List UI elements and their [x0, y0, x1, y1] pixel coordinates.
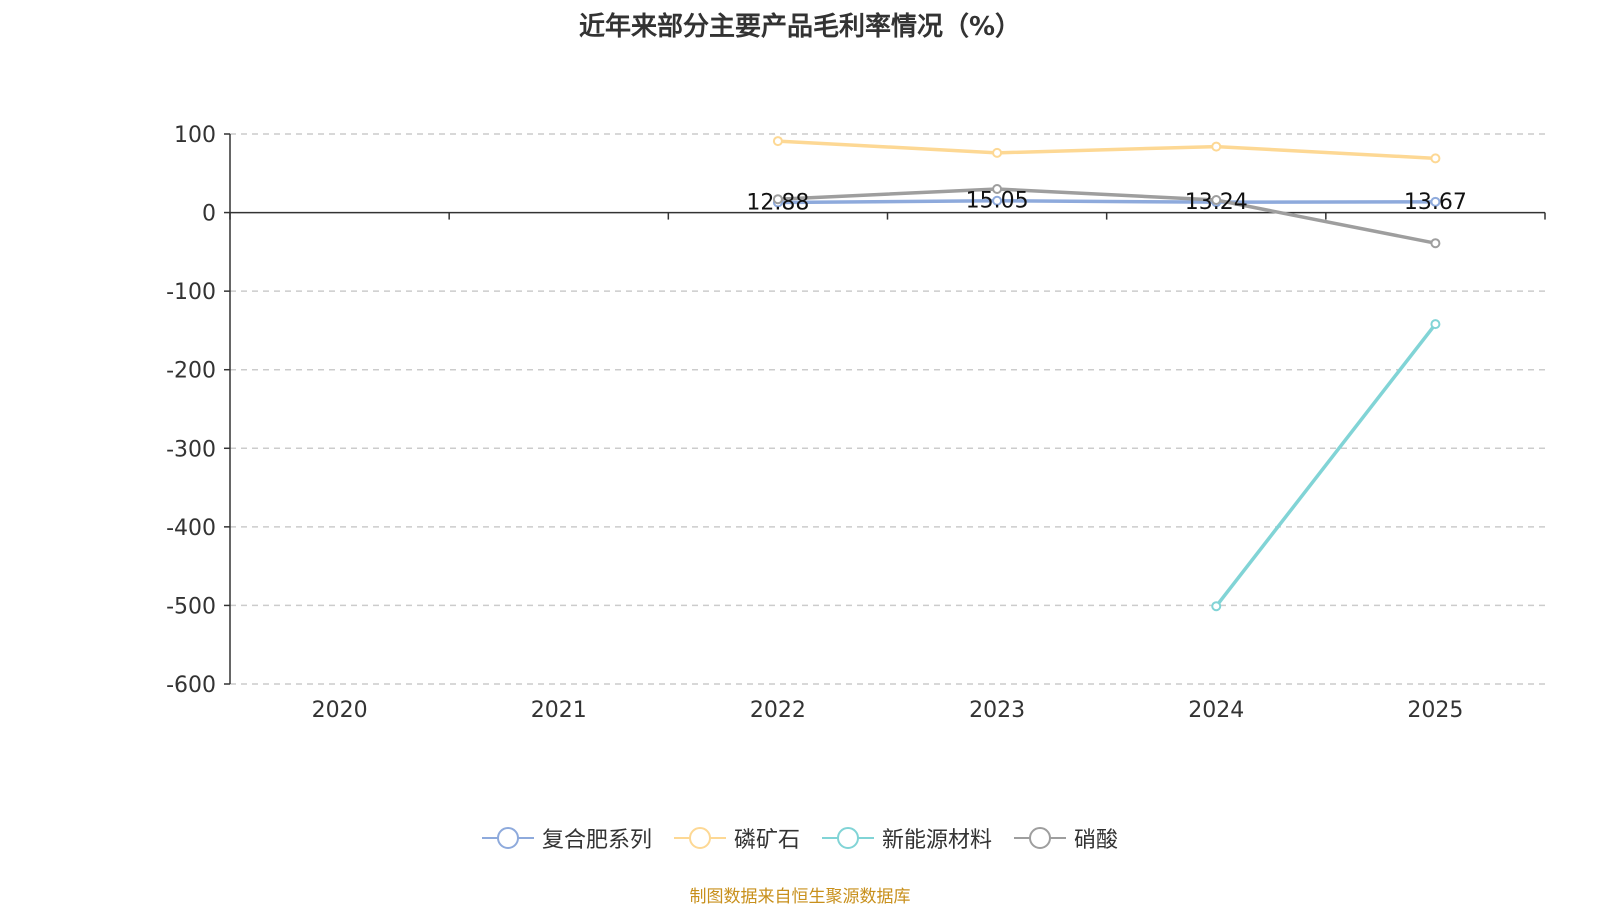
- legend-item[interactable]: 复合肥系列: [481, 822, 652, 854]
- legend-item[interactable]: 磷矿石: [673, 822, 800, 854]
- series-line-3: [777, 187, 1436, 245]
- series-line-1: [777, 139, 1436, 161]
- data-point: [1430, 153, 1441, 164]
- y-tick-label: -500: [166, 594, 216, 619]
- chart-title: 近年来部分主要产品毛利率情况（%）: [578, 12, 1022, 42]
- series-line-2: [1214, 323, 1437, 608]
- data-label: 15.05: [966, 189, 1029, 214]
- legend-label: 新能源材料: [882, 828, 993, 853]
- x-tick-label: 2021: [531, 698, 587, 723]
- data-label: 13.24: [1185, 190, 1248, 215]
- data-point: [992, 195, 1003, 206]
- legend-label: 硝酸: [1074, 828, 1119, 853]
- y-tick-label: -100: [166, 280, 216, 305]
- y-tick-label: -400: [166, 516, 216, 541]
- data-label: 13.67: [1404, 190, 1467, 215]
- data-point: [1430, 238, 1441, 249]
- legend-marker-icon: [1014, 827, 1067, 849]
- data-point: [1211, 601, 1222, 612]
- source-note: 制图数据来自恒生聚源数据库: [689, 887, 911, 907]
- data-point: [1430, 319, 1441, 330]
- line-chart: 100 0 -100 -200 -300 -400 -500 -600 2020 2021 2022…: [166, 123, 1546, 723]
- data-point: [1211, 141, 1222, 152]
- legend-item[interactable]: 新能源材料: [822, 822, 992, 854]
- data-point: [1211, 195, 1222, 205]
- series-line-0: [777, 198, 1436, 205]
- x-tick-label: 2022: [750, 698, 806, 723]
- data-point: [772, 194, 783, 205]
- legend-label: 磷矿石: [733, 828, 800, 853]
- y-tick-label: -300: [166, 437, 216, 462]
- legend-item[interactable]: 硝酸: [1014, 822, 1118, 854]
- data-label: 12.88: [746, 190, 809, 215]
- legend-marker-icon: [822, 827, 874, 849]
- y-tick-label: -600: [166, 673, 216, 698]
- data-point: [1430, 196, 1441, 207]
- data-point: [772, 136, 783, 147]
- x-tick-label: 2024: [1188, 698, 1244, 723]
- data-point: [992, 147, 1003, 158]
- legend-marker-icon: [481, 827, 534, 849]
- legend: 复合肥系列 磷矿石 新能源材料 硝酸: [0, 822, 1600, 854]
- y-tick-label: 0: [202, 202, 216, 227]
- legend-marker-icon: [673, 827, 726, 849]
- y-tick-label: 100: [174, 123, 216, 148]
- x-tick-label: 2020: [312, 698, 368, 723]
- y-tick-label: -200: [166, 359, 216, 384]
- legend-label: 复合肥系列: [541, 828, 652, 853]
- x-tick-label: 2023: [969, 698, 1025, 723]
- data-point: [992, 184, 1003, 194]
- x-tick-label: 2025: [1407, 698, 1463, 723]
